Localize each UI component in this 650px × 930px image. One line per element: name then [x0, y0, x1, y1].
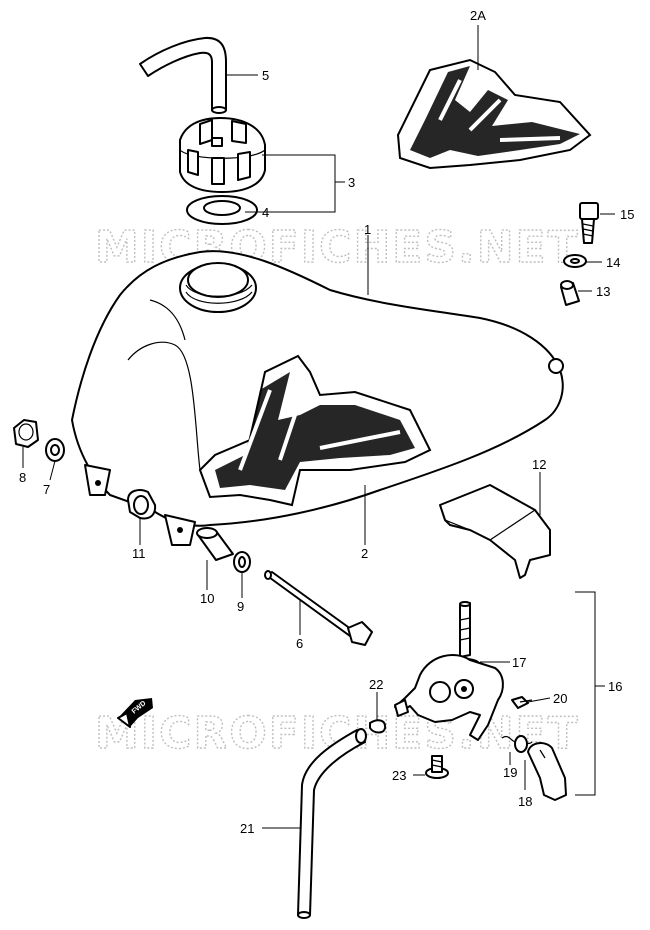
callout-18[interactable]: 18	[518, 794, 532, 809]
part-13-collar[interactable]	[560, 280, 580, 306]
part-12-cushion[interactable]	[439, 484, 551, 579]
callout-10[interactable]: 10	[200, 591, 214, 606]
callout-3[interactable]: 3	[348, 175, 355, 190]
callout-8[interactable]: 8	[19, 470, 26, 485]
callout-16[interactable]: 16	[608, 679, 622, 694]
part-2a-decal[interactable]	[396, 58, 592, 170]
part-2-tank-decal[interactable]	[198, 354, 432, 507]
callout-9[interactable]: 9	[237, 599, 244, 614]
callout-7[interactable]: 7	[43, 482, 50, 497]
leader-lines	[22, 25, 615, 829]
part-5-breather-hose[interactable]	[139, 36, 227, 114]
callout-6[interactable]: 6	[296, 636, 303, 651]
fwd-arrow-icon: FWD	[117, 698, 153, 728]
part-17-fuel-cock[interactable]	[394, 601, 504, 741]
part-22-clip[interactable]	[369, 719, 387, 734]
part-18-lever[interactable]	[527, 742, 567, 801]
callout-2[interactable]: 2	[361, 546, 368, 561]
callout-22[interactable]: 22	[369, 677, 383, 692]
part-10-spacer[interactable]	[196, 527, 234, 561]
part-3-fuel-cap[interactable]	[179, 117, 266, 193]
part-14-washer[interactable]	[563, 254, 587, 268]
callout-5[interactable]: 5	[262, 68, 269, 83]
callout-labels: 5 2A 3 4 1 15 14 13 8 7 11 2 12 10 9 6 1…	[19, 8, 634, 836]
part-4-cap-gasket[interactable]	[186, 195, 258, 225]
part-23-screw[interactable]	[425, 755, 449, 779]
part-11-grommet[interactable]	[127, 489, 157, 520]
callout-2a[interactable]: 2A	[470, 8, 486, 23]
callout-21[interactable]: 21	[240, 821, 254, 836]
callout-23[interactable]: 23	[392, 768, 406, 783]
part-15-bolt[interactable]	[579, 202, 599, 244]
callout-12[interactable]: 12	[532, 457, 546, 472]
callout-17[interactable]: 17	[512, 655, 526, 670]
part-19-spring[interactable]	[501, 735, 533, 753]
callout-15[interactable]: 15	[620, 207, 634, 222]
callout-14[interactable]: 14	[606, 255, 620, 270]
callout-20[interactable]: 20	[553, 691, 567, 706]
callout-13[interactable]: 13	[596, 284, 610, 299]
part-21-fuel-hose[interactable]	[297, 728, 367, 919]
callout-4[interactable]: 4	[262, 205, 269, 220]
part-20-screw[interactable]	[511, 696, 533, 709]
callout-1[interactable]: 1	[364, 222, 371, 237]
part-6-bolt[interactable]	[264, 570, 373, 646]
part-8-nut[interactable]	[13, 419, 39, 448]
part-7-washer[interactable]	[45, 438, 65, 462]
callout-19[interactable]: 19	[503, 765, 517, 780]
callout-11[interactable]: 11	[132, 546, 146, 561]
part-9-washer[interactable]	[233, 551, 251, 573]
